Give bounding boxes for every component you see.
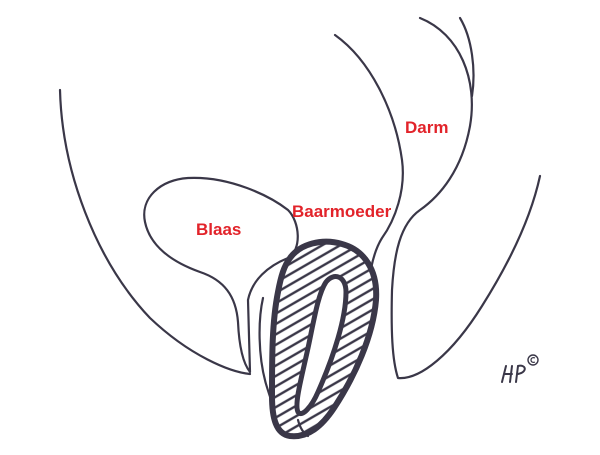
cervix-outline <box>296 418 310 438</box>
uterine-cavity <box>294 274 349 416</box>
posterior-curve <box>458 16 475 98</box>
label-bladder: Blaas <box>196 220 242 239</box>
author-signature-mark <box>501 354 539 383</box>
uterus-posterior-line <box>333 33 404 302</box>
body-wall-outline <box>58 88 252 376</box>
bowel-outline <box>390 16 542 380</box>
label-bowel: Darm <box>405 118 449 137</box>
bladder-outline <box>143 176 299 374</box>
label-uterus: Baarmoeder <box>292 202 392 221</box>
